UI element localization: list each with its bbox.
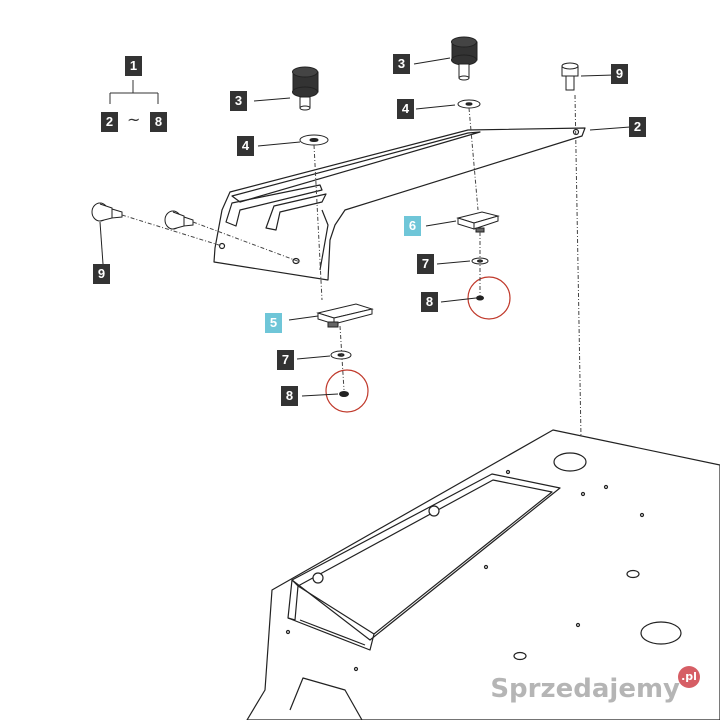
legend-callout-to: 8: [150, 112, 167, 132]
callout-4-left: 4: [237, 136, 254, 156]
callout-6: 6: [404, 216, 421, 236]
legend-bracket: [109, 80, 159, 104]
leader-lines: [99, 57, 631, 397]
washer-7-icon: [330, 257, 489, 360]
bolt-top-icon: [561, 62, 579, 91]
thumb-screw-right-icon: [451, 36, 478, 81]
nut-plate-5-icon: [316, 303, 374, 328]
washer-4-icon: [299, 99, 481, 146]
watermark: Sprzedajemy.pl: [490, 666, 700, 704]
callout-8-left: 8: [281, 386, 298, 406]
callout-3-right: 3: [393, 54, 410, 74]
legend-callout-group: 1: [125, 56, 142, 76]
bolts-left-icon: [91, 202, 194, 230]
callout-5: 5: [265, 313, 282, 333]
thumb-screw-left-icon: [292, 66, 319, 111]
watermark-text: Sprzedajemy: [490, 674, 680, 704]
base-chassis: [246, 429, 720, 720]
legend-callout-from: 2: [101, 112, 118, 132]
callout-3-left: 3: [230, 91, 247, 111]
legend-separator: ~: [127, 110, 141, 129]
callout-4-right: 4: [397, 99, 414, 119]
bracket-plate: [213, 127, 586, 281]
nut-plate-6-icon: [456, 211, 500, 233]
callout-8-right: 8: [421, 292, 438, 312]
callout-9-top: 9: [611, 64, 628, 84]
callout-2-plate: 2: [629, 117, 646, 137]
callout-7-right: 7: [417, 254, 434, 274]
highlight-circles: [325, 276, 511, 413]
callout-9-left: 9: [93, 264, 110, 284]
callout-7-left: 7: [277, 350, 294, 370]
watermark-badge-icon: .pl: [678, 666, 700, 688]
center-lines: [121, 94, 583, 496]
